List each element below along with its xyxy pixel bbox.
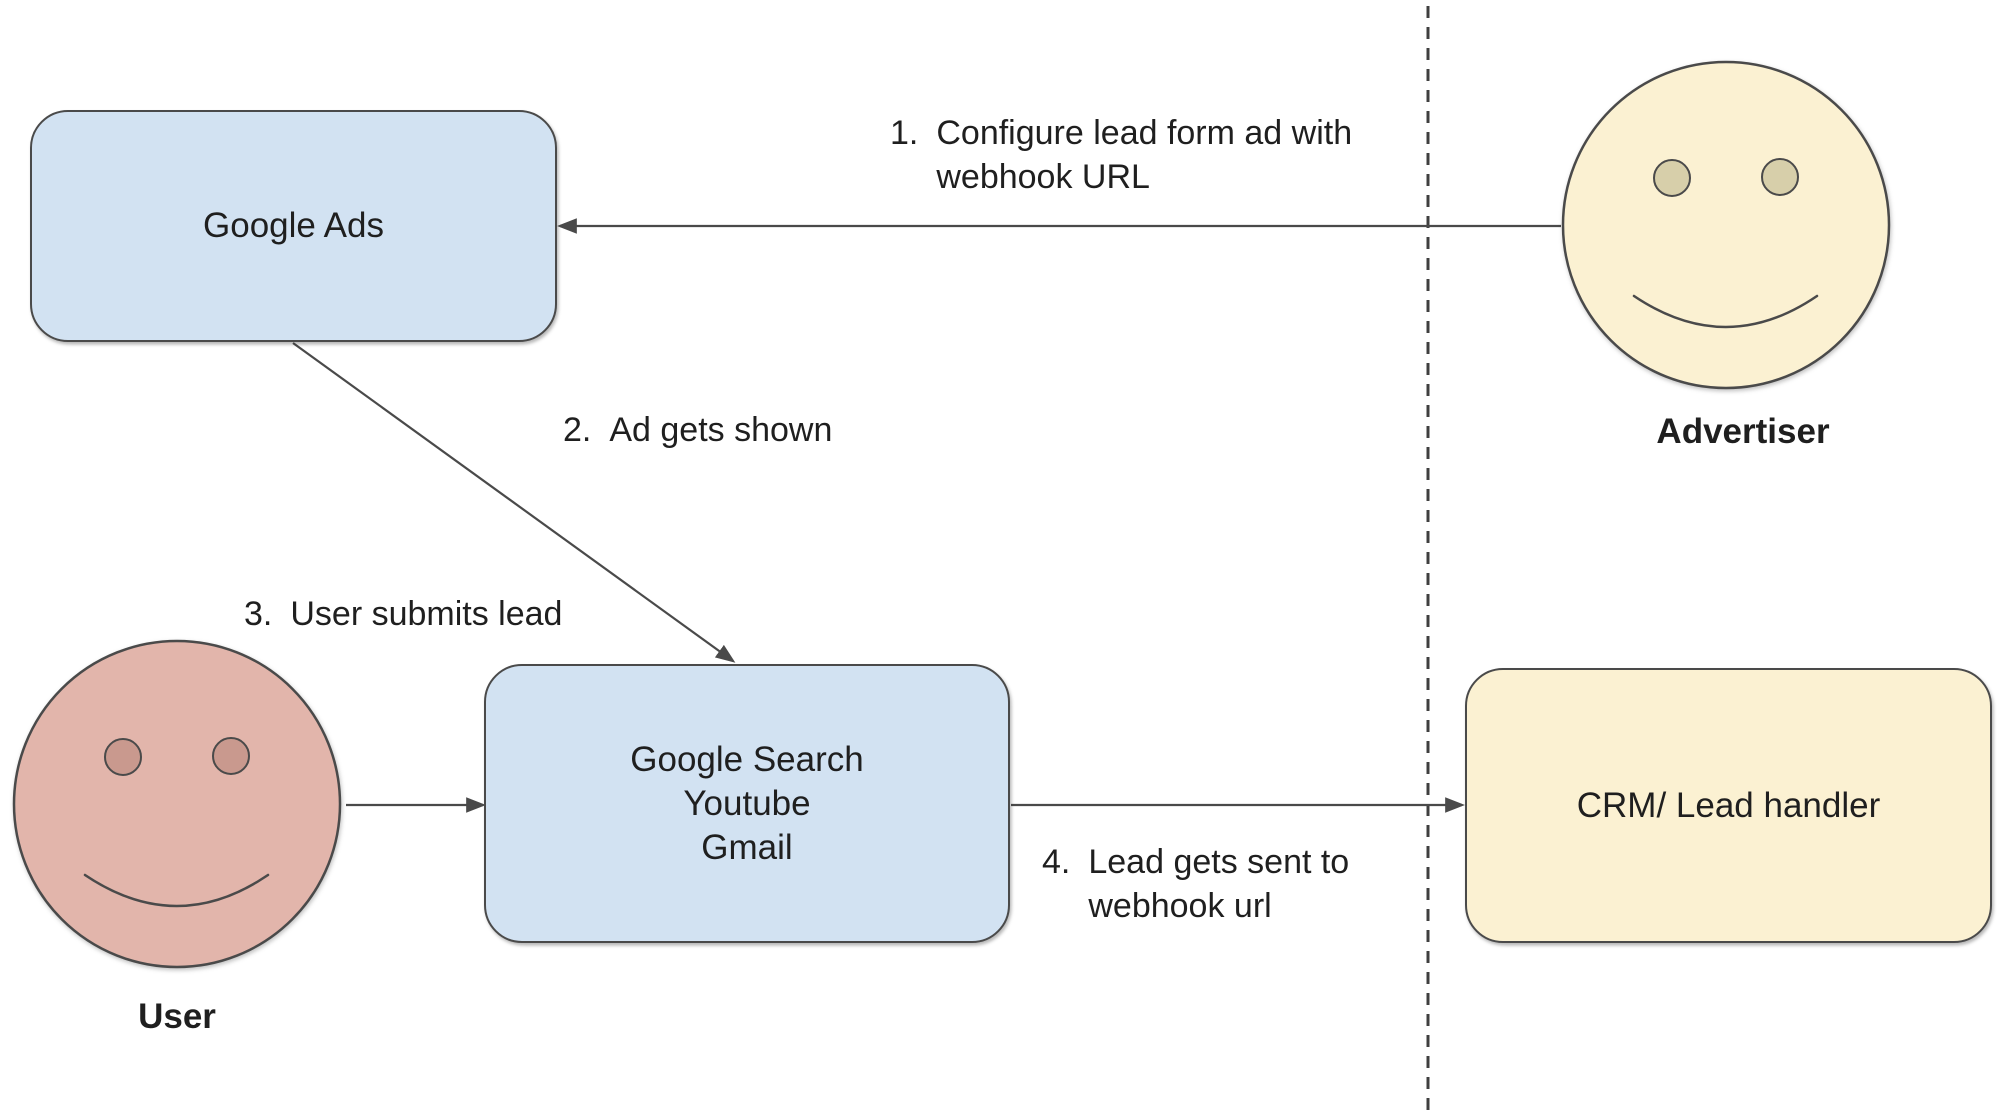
google-ads-label: Google Ads	[203, 206, 384, 245]
user-label: User	[138, 997, 216, 1036]
surface-line-youtube: Youtube	[683, 783, 811, 823]
step-1-text: Configure lead form ad with webhook URL	[936, 114, 1353, 196]
step-1-label: 1. Configure lead form ad with webhook U…	[890, 111, 1352, 199]
step-3-number: 3.	[244, 595, 273, 633]
advertiser-left-eye-icon	[1653, 159, 1691, 197]
advertiser-right-eye-icon	[1761, 158, 1799, 196]
step-2-text: Ad gets shown	[609, 411, 833, 449]
step-2-label: 2. Ad gets shown	[563, 408, 832, 452]
arrow-ad-gets-shown	[292, 342, 736, 663]
user-face-icon	[12, 639, 342, 969]
step-3-label: 3. User submits lead	[244, 592, 562, 636]
user-head-circle	[12, 639, 342, 969]
step-4-label: 4. Lead gets sent to webhook url	[1042, 840, 1349, 928]
step-4-text: Lead gets sent to webhook url	[1088, 843, 1350, 925]
advertiser-label: Advertiser	[1656, 412, 1830, 451]
crm-lead-handler-node: CRM/ Lead handler	[1465, 668, 1992, 943]
step-3-text: User submits lead	[290, 595, 563, 633]
surface-line-gmail: Gmail	[701, 827, 793, 867]
advertiser-smile-icon	[1632, 294, 1819, 329]
google-ads-node: Google Ads	[30, 110, 557, 342]
user-left-eye-icon	[104, 738, 142, 776]
step-4-number: 4.	[1042, 843, 1071, 881]
user-smile-icon	[83, 873, 270, 908]
surface-line-google-search: Google Search	[630, 739, 864, 779]
step-1-number: 1.	[890, 114, 919, 152]
step-2-number: 2.	[563, 411, 592, 449]
google-surfaces-node: Google Search Youtube Gmail	[484, 664, 1010, 943]
crm-label: CRM/ Lead handler	[1576, 785, 1881, 825]
user-right-eye-icon	[212, 737, 250, 775]
advertiser-face-icon	[1561, 60, 1891, 390]
advertiser-head-circle	[1561, 60, 1891, 390]
